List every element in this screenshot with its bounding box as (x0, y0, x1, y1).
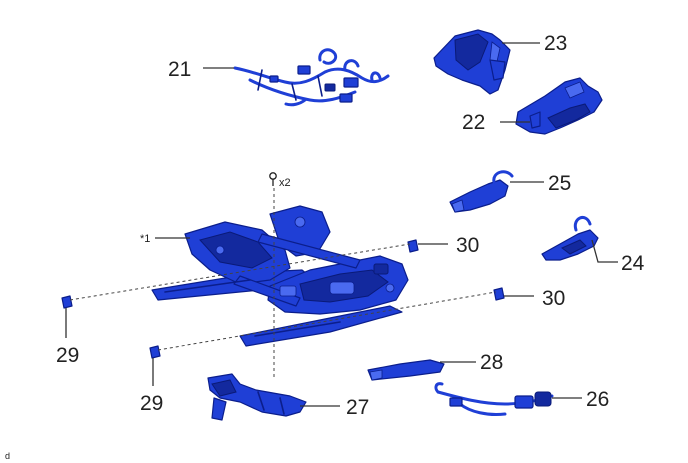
callout-29-lower: 29 (140, 392, 163, 415)
callout-numbers: 21 23 22 25 24 30 30 29 29 28 27 26 (56, 32, 645, 419)
callout-29-upper: 29 (56, 344, 79, 367)
callout-26: 26 (586, 388, 609, 411)
part-26-wire-harness (434, 382, 554, 416)
part-28-cover (367, 359, 445, 381)
callout-27: 27 (346, 396, 369, 419)
callout-28: 28 (480, 351, 503, 374)
callout-30-lower: 30 (542, 287, 565, 310)
part-21-wire-harness (233, 48, 390, 107)
leader-lines (65, 42, 618, 407)
callout-24: 24 (621, 252, 645, 275)
seat-track-frame (151, 205, 409, 347)
part-29-upper-clip (61, 295, 73, 309)
part-22-cover (515, 77, 603, 135)
callout-30-upper: 30 (456, 234, 479, 257)
part-23-cover (433, 29, 511, 95)
callout-22: 22 (462, 111, 485, 134)
callout-25: 25 (548, 172, 571, 195)
note-star-1: *1 (140, 233, 150, 245)
corner-mark: d (5, 451, 10, 461)
part-30-upper-clip (407, 239, 419, 253)
part-29-lower-clip (149, 345, 161, 359)
part-25-cover (449, 170, 514, 213)
alignment-lines (69, 188, 497, 380)
bolt-fastener (269, 172, 277, 186)
callout-21: 21 (168, 58, 191, 81)
part-27-bracket (207, 373, 307, 421)
part-24-cover (541, 215, 599, 261)
bolt-quantity: x2 (279, 177, 291, 189)
part-30-lower-clip (493, 287, 505, 301)
callout-23: 23 (544, 32, 567, 55)
